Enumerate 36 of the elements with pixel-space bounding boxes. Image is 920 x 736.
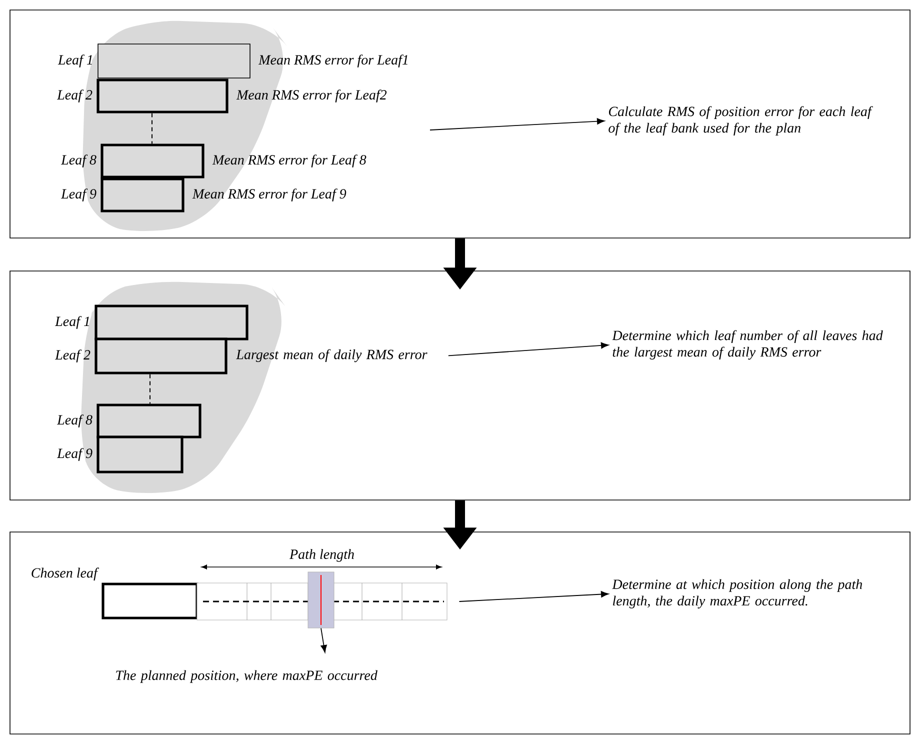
leaf-bar: Leaf 9	[56, 436, 184, 474]
arrow	[448, 342, 609, 356]
step-text: Determine which leaf number of all leaves had the largest mean of daily RMS error	[612, 330, 883, 360]
node-label: Leaf 2	[56, 90, 92, 102]
panel-frame	[10, 270, 910, 500]
node-label: Mean RMS error for Leaf1	[258, 54, 408, 68]
step-text: Calculate RMS of position error for each leaf of the leaf bank used for the plan	[608, 106, 873, 136]
step-text: Determine at which position along the path length, the daily maxPE occurred.	[612, 579, 862, 608]
node-label: Mean RMS error for Leaf2	[236, 90, 387, 102]
leaf-bar: Chosen leaf	[32, 568, 198, 620]
leaf-bar: Leaf 2	[54, 338, 228, 374]
node-label: Leaf 1	[58, 54, 92, 68]
node-label: Leaf 1	[54, 316, 90, 329]
step-text: Largest mean of daily RMS error	[236, 349, 428, 362]
node-label: Leaf 9	[60, 188, 96, 202]
arrow	[458, 591, 609, 602]
node-label: Mean RMS error for Leaf 9	[192, 188, 346, 202]
leaf-bar: Leaf 2 Mean RMS error for Leaf2	[56, 78, 387, 114]
node-label: Leaf 2	[54, 350, 90, 362]
panel-frame	[10, 532, 910, 734]
step-text: The planned position, where maxPE occurred	[116, 670, 378, 683]
leaf-bar: Leaf 1 Mean RMS error for Leaf1	[58, 44, 408, 78]
node-label: Leaf 8	[56, 414, 92, 428]
node-label: Leaf 8	[60, 154, 96, 168]
node-label: Leaf 9	[56, 448, 92, 461]
node-label: Chosen leaf	[32, 568, 100, 581]
arrow	[430, 118, 605, 130]
leaf-bar: Leaf 8 Mean RMS error for Leaf 8	[60, 144, 366, 178]
panel-frame	[10, 10, 910, 238]
dimension-label: Path length	[289, 549, 354, 562]
leaf-bar: Leaf 9 Mean RMS error for Leaf 9	[60, 178, 346, 212]
node-label: Mean RMS error for Leaf 8	[212, 154, 366, 168]
leaf-bar: Leaf 1	[54, 304, 248, 340]
leaf-bar: Leaf 8	[56, 404, 202, 438]
highlighted-cell	[308, 572, 334, 628]
arrow	[320, 628, 327, 653]
